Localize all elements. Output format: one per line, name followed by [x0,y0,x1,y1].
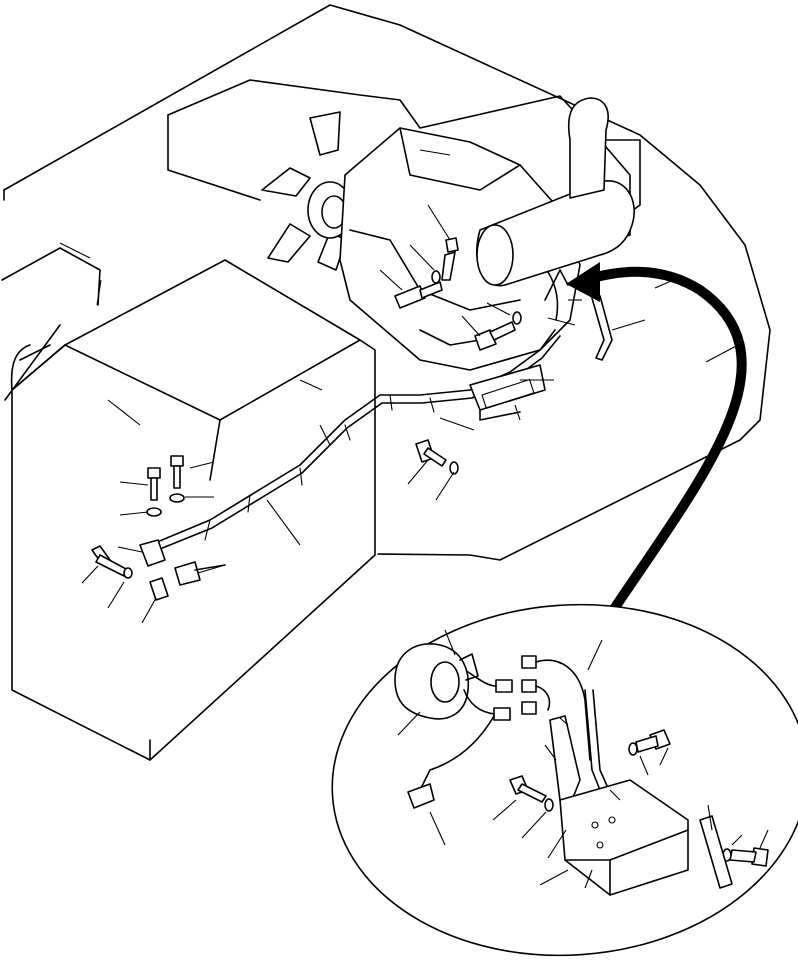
engine-fasteners [394,237,613,475]
detail-harness [584,689,609,791]
muffler [476,97,635,287]
harness-brackets [469,364,546,421]
cooling-fan [261,111,353,271]
detail-connectors [407,655,591,809]
arrow-head [566,262,600,302]
detail-view [331,603,798,957]
callout-leaders-detail [397,629,769,889]
detail-arrow [566,262,747,617]
detail-alternator [394,643,479,720]
hydraulic-tank [10,259,376,761]
detail-fasteners [509,729,769,889]
label-boxes [481,378,535,410]
detail-bracket [549,715,689,896]
engine-block [339,127,581,371]
